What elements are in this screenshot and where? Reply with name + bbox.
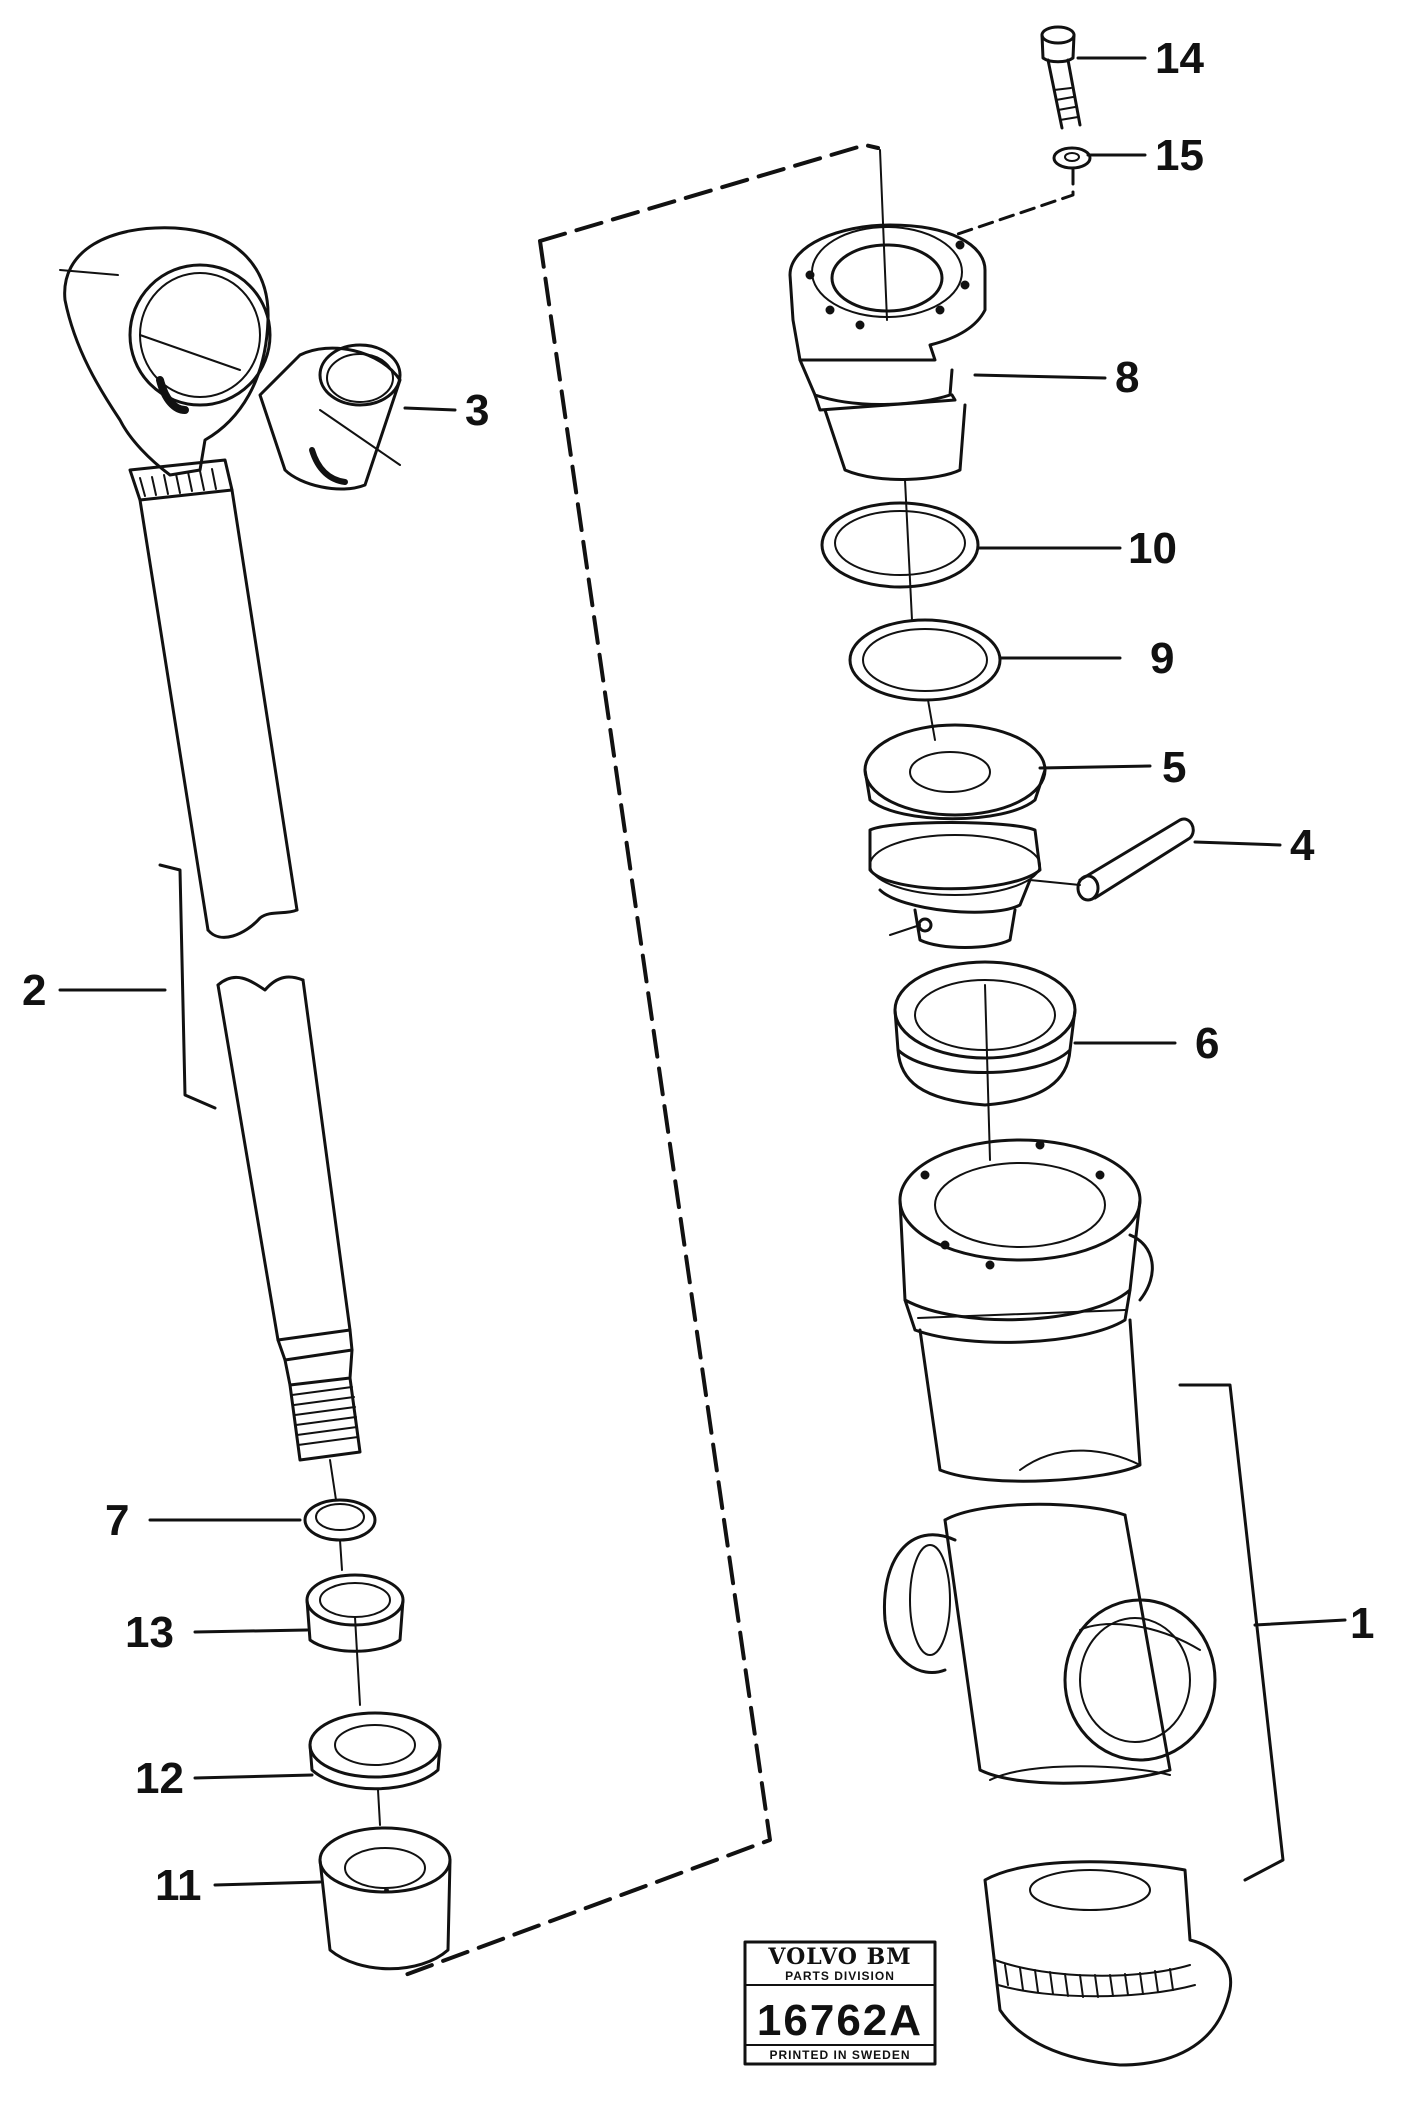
callout-6: 6 bbox=[1195, 1019, 1219, 1068]
callout-9: 9 bbox=[1150, 634, 1174, 683]
callout-3: 3 bbox=[465, 386, 489, 435]
callout-1: 1 bbox=[1350, 1599, 1374, 1648]
piston-seal-part-6 bbox=[893, 960, 1077, 1161]
seal-ring-part-9 bbox=[848, 618, 1002, 741]
stamp-division: PARTS DIVISION bbox=[785, 1969, 895, 1983]
washer-part-12 bbox=[308, 1711, 442, 1826]
callout-8: 8 bbox=[1115, 353, 1139, 402]
pin-part-4 bbox=[1029, 817, 1195, 902]
cylinder-tube-lower bbox=[882, 1502, 1217, 1785]
piston-rod-upper bbox=[138, 488, 299, 939]
piston-rod-eye bbox=[59, 226, 272, 502]
callout-14: 14 bbox=[1155, 34, 1204, 83]
callout-11: 11 bbox=[155, 1861, 202, 1910]
stamp-number: 16762A bbox=[757, 1996, 923, 2045]
stamp-brand: VOLVO BM bbox=[767, 1944, 911, 1970]
bushing-part-3 bbox=[258, 343, 402, 491]
bolt-part-14 bbox=[1040, 25, 1082, 130]
callout-4: 4 bbox=[1290, 821, 1315, 870]
bolt-dashed-link bbox=[953, 168, 1075, 237]
volvo-parts-stamp: VOLVO BM PARTS DIVISION 16762A PRINTED I… bbox=[743, 1940, 937, 2066]
callout-labels: 14 15 8 10 9 5 4 6 1 3 2 7 13 12 11 bbox=[22, 34, 1374, 1910]
callout-2: 2 bbox=[22, 966, 46, 1015]
backup-ring-part-10 bbox=[820, 479, 980, 621]
callout-15: 15 bbox=[1155, 131, 1204, 180]
cylinder-bottom-eye bbox=[983, 1860, 1233, 2067]
piston-rod-lower bbox=[216, 975, 362, 1501]
leader-lines bbox=[148, 56, 1282, 1887]
assembly-dashed-outline bbox=[403, 143, 880, 1977]
tube-bracket bbox=[1178, 1383, 1347, 1882]
piston-part-5 bbox=[863, 723, 1047, 949]
stamp-footer: PRINTED IN SWEDEN bbox=[769, 2048, 910, 2062]
callout-7: 7 bbox=[105, 1496, 129, 1545]
cylinder-tube-upper bbox=[898, 1138, 1154, 1483]
cylinder-head-part-8 bbox=[788, 149, 987, 481]
seal-part-13 bbox=[305, 1573, 405, 1706]
callout-5: 5 bbox=[1162, 743, 1186, 792]
o-ring-part-7 bbox=[303, 1498, 377, 1571]
callout-12: 12 bbox=[135, 1754, 184, 1803]
washer-part-15 bbox=[1052, 146, 1092, 170]
callout-13: 13 bbox=[125, 1608, 174, 1657]
nut-part-11 bbox=[318, 1826, 452, 1971]
rod-bracket bbox=[58, 863, 217, 1110]
callout-10: 10 bbox=[1128, 524, 1177, 573]
